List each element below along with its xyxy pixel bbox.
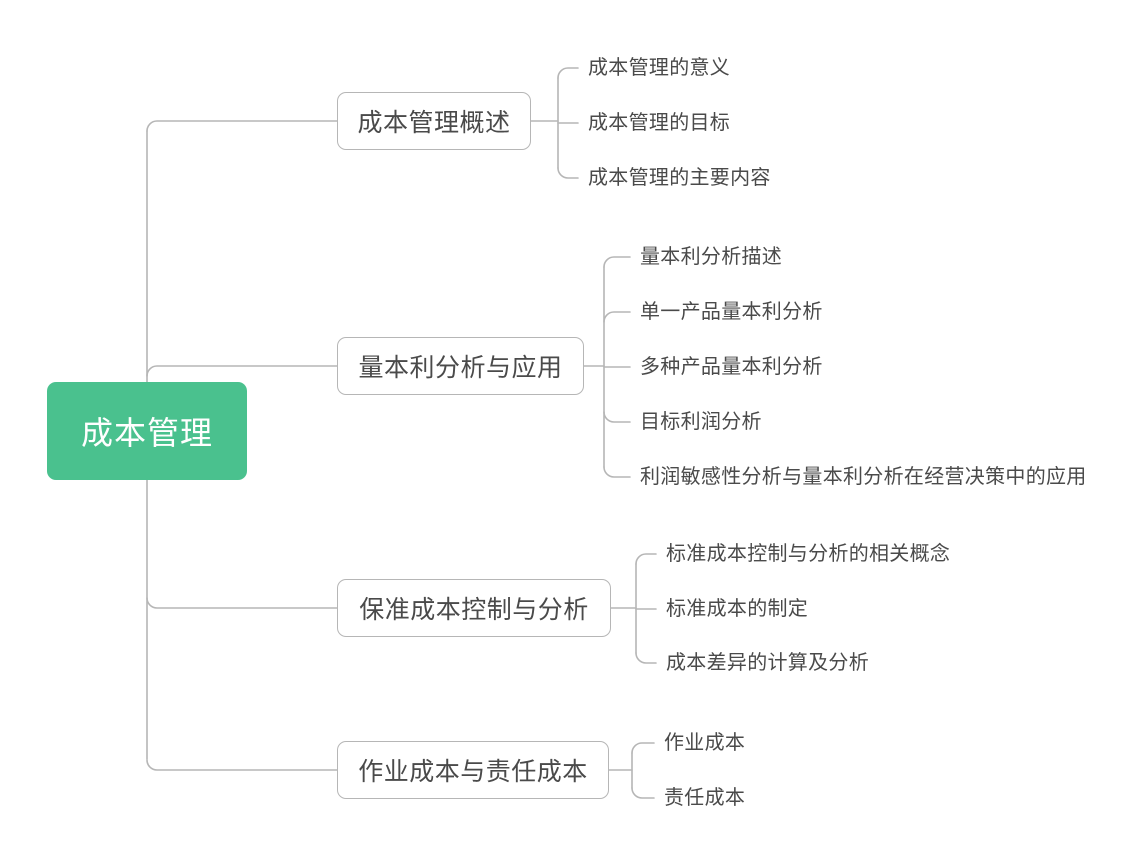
- branch-node-label: 量本利分析与应用: [358, 354, 563, 382]
- branch-3-leaf-0: [631, 742, 655, 754]
- branch-2-leaf-0: [635, 553, 657, 565]
- branch-2-leaf-2: [635, 652, 657, 664]
- leaf-label[interactable]: 责任成本: [664, 787, 746, 809]
- branch-node-label: 保准成本控制与分析: [359, 596, 589, 624]
- leaf-label[interactable]: 成本管理的主要内容: [588, 167, 771, 189]
- trunk-elbow-1: [146, 365, 338, 377]
- trunk-elbow-0: [146, 120, 338, 132]
- branch-node-cost-management-overview[interactable]: 成本管理概述: [337, 92, 531, 150]
- trunk-elbow-3: [146, 759, 338, 771]
- branch-1-leaf-1: [603, 311, 631, 323]
- leaf-label[interactable]: 成本差异的计算及分析: [666, 652, 869, 674]
- leaf-label[interactable]: 多种产品量本利分析: [640, 356, 823, 378]
- branch-1-leaf-4: [603, 466, 631, 478]
- leaf-label[interactable]: 标准成本控制与分析的相关概念: [666, 543, 951, 565]
- root-node-label: 成本管理: [80, 415, 213, 451]
- trunk-elbow-2: [146, 597, 338, 609]
- branch-node-activity-responsibility-cost[interactable]: 作业成本与责任成本: [337, 741, 609, 799]
- branch-0-leaf-0: [557, 67, 579, 79]
- leaf-label[interactable]: 目标利润分析: [640, 411, 762, 433]
- leaf-label[interactable]: 利润敏感性分析与量本利分析在经营决策中的应用: [640, 466, 1087, 488]
- root-node[interactable]: 成本管理: [47, 382, 247, 480]
- leaf-label[interactable]: 量本利分析描述: [640, 246, 783, 268]
- leaf-label[interactable]: 单一产品量本利分析: [640, 301, 823, 323]
- leaf-label[interactable]: 标准成本的制定: [666, 598, 809, 620]
- leaf-label[interactable]: 成本管理的目标: [588, 112, 731, 134]
- branch-node-label: 作业成本与责任成本: [358, 758, 588, 786]
- branch-0-leaf-2: [557, 167, 579, 179]
- branch-1-leaf-3: [603, 411, 631, 423]
- branch-node-standard-cost-control[interactable]: 保准成本控制与分析: [337, 579, 611, 637]
- branch-3-leaf-1: [631, 787, 655, 799]
- branch-node-label: 成本管理概述: [357, 109, 511, 137]
- leaf-label[interactable]: 成本管理的意义: [588, 57, 731, 79]
- leaf-label[interactable]: 作业成本: [664, 732, 746, 754]
- branch-1-leaf-0: [603, 256, 631, 268]
- branch-node-cvp-analysis[interactable]: 量本利分析与应用: [337, 337, 584, 395]
